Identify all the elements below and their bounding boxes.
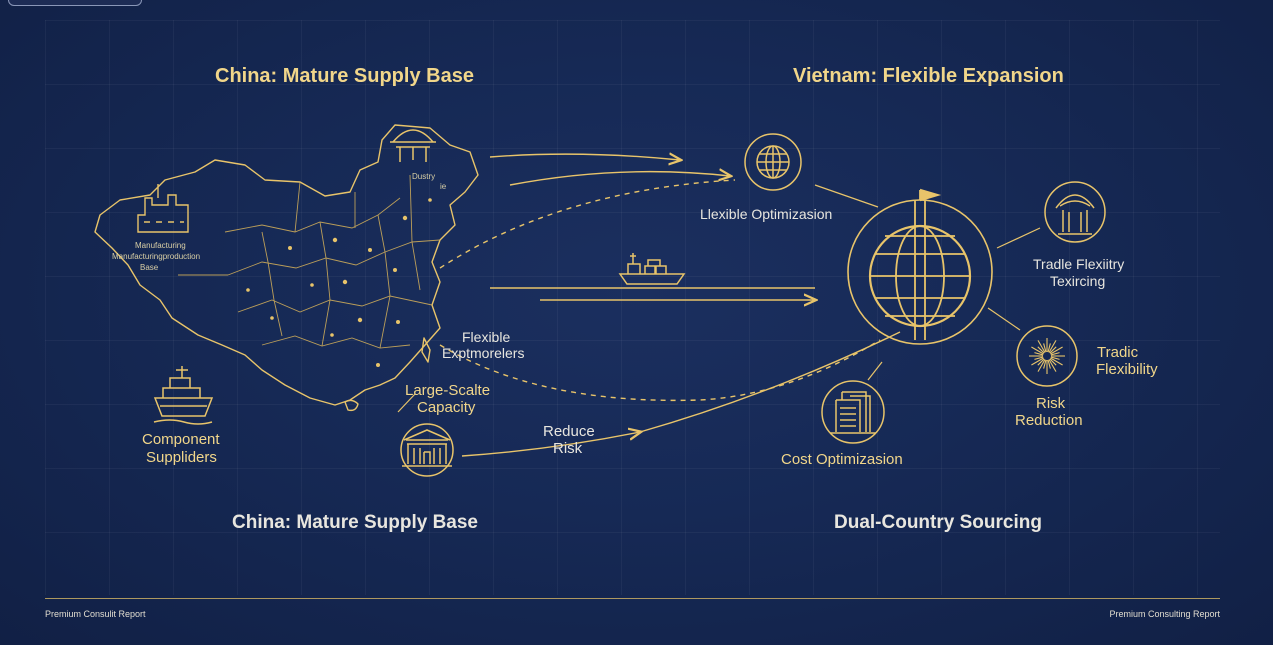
temple-gate-icon: [390, 129, 436, 162]
label-texircing: Texircing: [1050, 273, 1106, 289]
label-lflexible-optimizasion: Llexible Optimizasion: [700, 206, 833, 222]
label-exptmorelers: Exptmorelers: [442, 345, 525, 361]
label-component: Component: [142, 431, 220, 448]
label-flexible: Flexible: [462, 329, 511, 345]
label-cost-optimizasion: Cost Optimizasion: [781, 451, 903, 468]
label-risk-heading: Risk: [1036, 395, 1066, 412]
map-label-west-3: Base: [140, 263, 159, 272]
map-label-north-1: Dustry: [412, 172, 436, 181]
map-dots: [246, 198, 432, 367]
footer-right: Premium Consulting Report: [1109, 609, 1220, 619]
office-building-icon: [821, 380, 885, 444]
heading-vietnam-top: Vietnam: Flexible Expansion: [793, 65, 1064, 87]
starburst-icon: [1016, 325, 1078, 387]
label-risk: Risk: [553, 440, 583, 457]
cargo-ship-icon: [153, 366, 214, 425]
label-suppliders: Suppliders: [146, 449, 217, 466]
warehouse-icon: [400, 423, 454, 477]
globe-tower-icon: [847, 188, 993, 345]
map-label-west-1: Manufacturing: [135, 241, 186, 250]
china-provinces: [178, 174, 441, 349]
globe-connectors: [814, 184, 1041, 381]
label-reduce: Reduce: [543, 423, 595, 440]
label-reduction: Reduction: [1015, 412, 1083, 429]
label-capacity: Capacity: [417, 399, 476, 416]
footer-left: Premium Consulit Report: [45, 609, 146, 619]
pagoda-icon: [1044, 181, 1106, 243]
label-tradic: Tradic: [1097, 344, 1139, 361]
china-map: [94, 124, 479, 412]
heading-china-top: China: Mature Supply Base: [215, 65, 474, 87]
large-scale-connector: [397, 393, 416, 413]
label-trade-flexiitry: Tradle Flexiitry: [1033, 256, 1125, 272]
flow-arrows: [439, 154, 901, 457]
container-ship-icon: [618, 253, 686, 285]
factory-icon: [137, 184, 189, 233]
map-label-north-2: ie: [440, 182, 447, 191]
label-large-scale: Large-Scalte: [405, 382, 491, 399]
heading-china-bottom: China: Mature Supply Base: [232, 512, 478, 533]
map-label-west-2: Manufacturingproduction: [112, 252, 201, 261]
footer-divider: [45, 598, 1220, 599]
heading-dual-sourcing: Dual-Country Sourcing: [834, 512, 1042, 533]
background-grid: [45, 20, 1220, 595]
globe-icon: [744, 133, 802, 191]
label-flexibility: Flexibility: [1096, 361, 1158, 378]
